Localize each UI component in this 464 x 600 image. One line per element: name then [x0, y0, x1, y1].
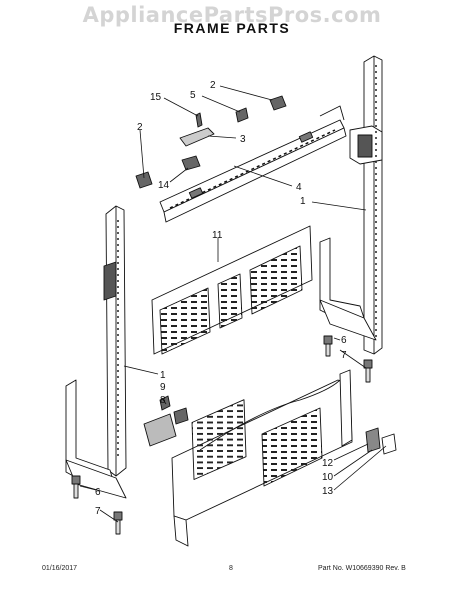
middle-panel: [151, 225, 313, 355]
footer-date: 01/16/2017: [42, 565, 78, 572]
fastener-screw-15: [195, 112, 203, 128]
callout-6-left: 6: [95, 487, 101, 498]
callout-11: 11: [212, 230, 223, 241]
bracket-3: [179, 127, 215, 147]
callout-2-left: 2: [137, 122, 143, 133]
callout-12: 12: [322, 458, 334, 469]
footer-part-number: Part No. W10669390 Rev. B: [318, 565, 406, 572]
callout-10: 10: [322, 472, 334, 483]
footer-page-number: 8: [229, 565, 233, 572]
callout-2-top: 2: [210, 80, 216, 91]
fastener-bolt-2-top: [269, 95, 287, 111]
left-side-frame: [65, 205, 127, 499]
callout-15: 15: [150, 92, 162, 103]
callout-4: 4: [296, 182, 302, 193]
callout-labels: 2 15 5 3 2 14 4 1 11 6 7 1 9 8 6 7 12 10…: [95, 80, 347, 517]
leveling-leg-right: [323, 335, 373, 383]
leader-lines: [79, 85, 387, 523]
callout-5: 5: [190, 90, 196, 101]
callout-9: 9: [160, 382, 166, 393]
callout-6-right: 6: [341, 335, 347, 346]
callout-3: 3: [240, 134, 246, 145]
watermark: AppliancePartsPros.com: [82, 3, 382, 27]
latch-bracket: [365, 427, 397, 455]
callout-1-mid: 1: [160, 370, 166, 381]
right-side-frame: [319, 55, 383, 355]
top-rail: [159, 105, 347, 223]
callout-7-left: 7: [95, 506, 101, 517]
page-title: FRAME PARTS: [173, 20, 291, 36]
callout-13: 13: [322, 486, 334, 497]
fastener-nut-14: [181, 155, 201, 171]
leveling-leg-left: [71, 475, 123, 535]
callout-14: 14: [158, 180, 170, 191]
bottom-front-panel: [171, 369, 353, 547]
callout-7-right: 7: [341, 350, 347, 361]
callout-8: 8: [160, 395, 166, 406]
callout-1-top: 1: [300, 196, 306, 207]
fastener-clip-5: [235, 107, 249, 123]
